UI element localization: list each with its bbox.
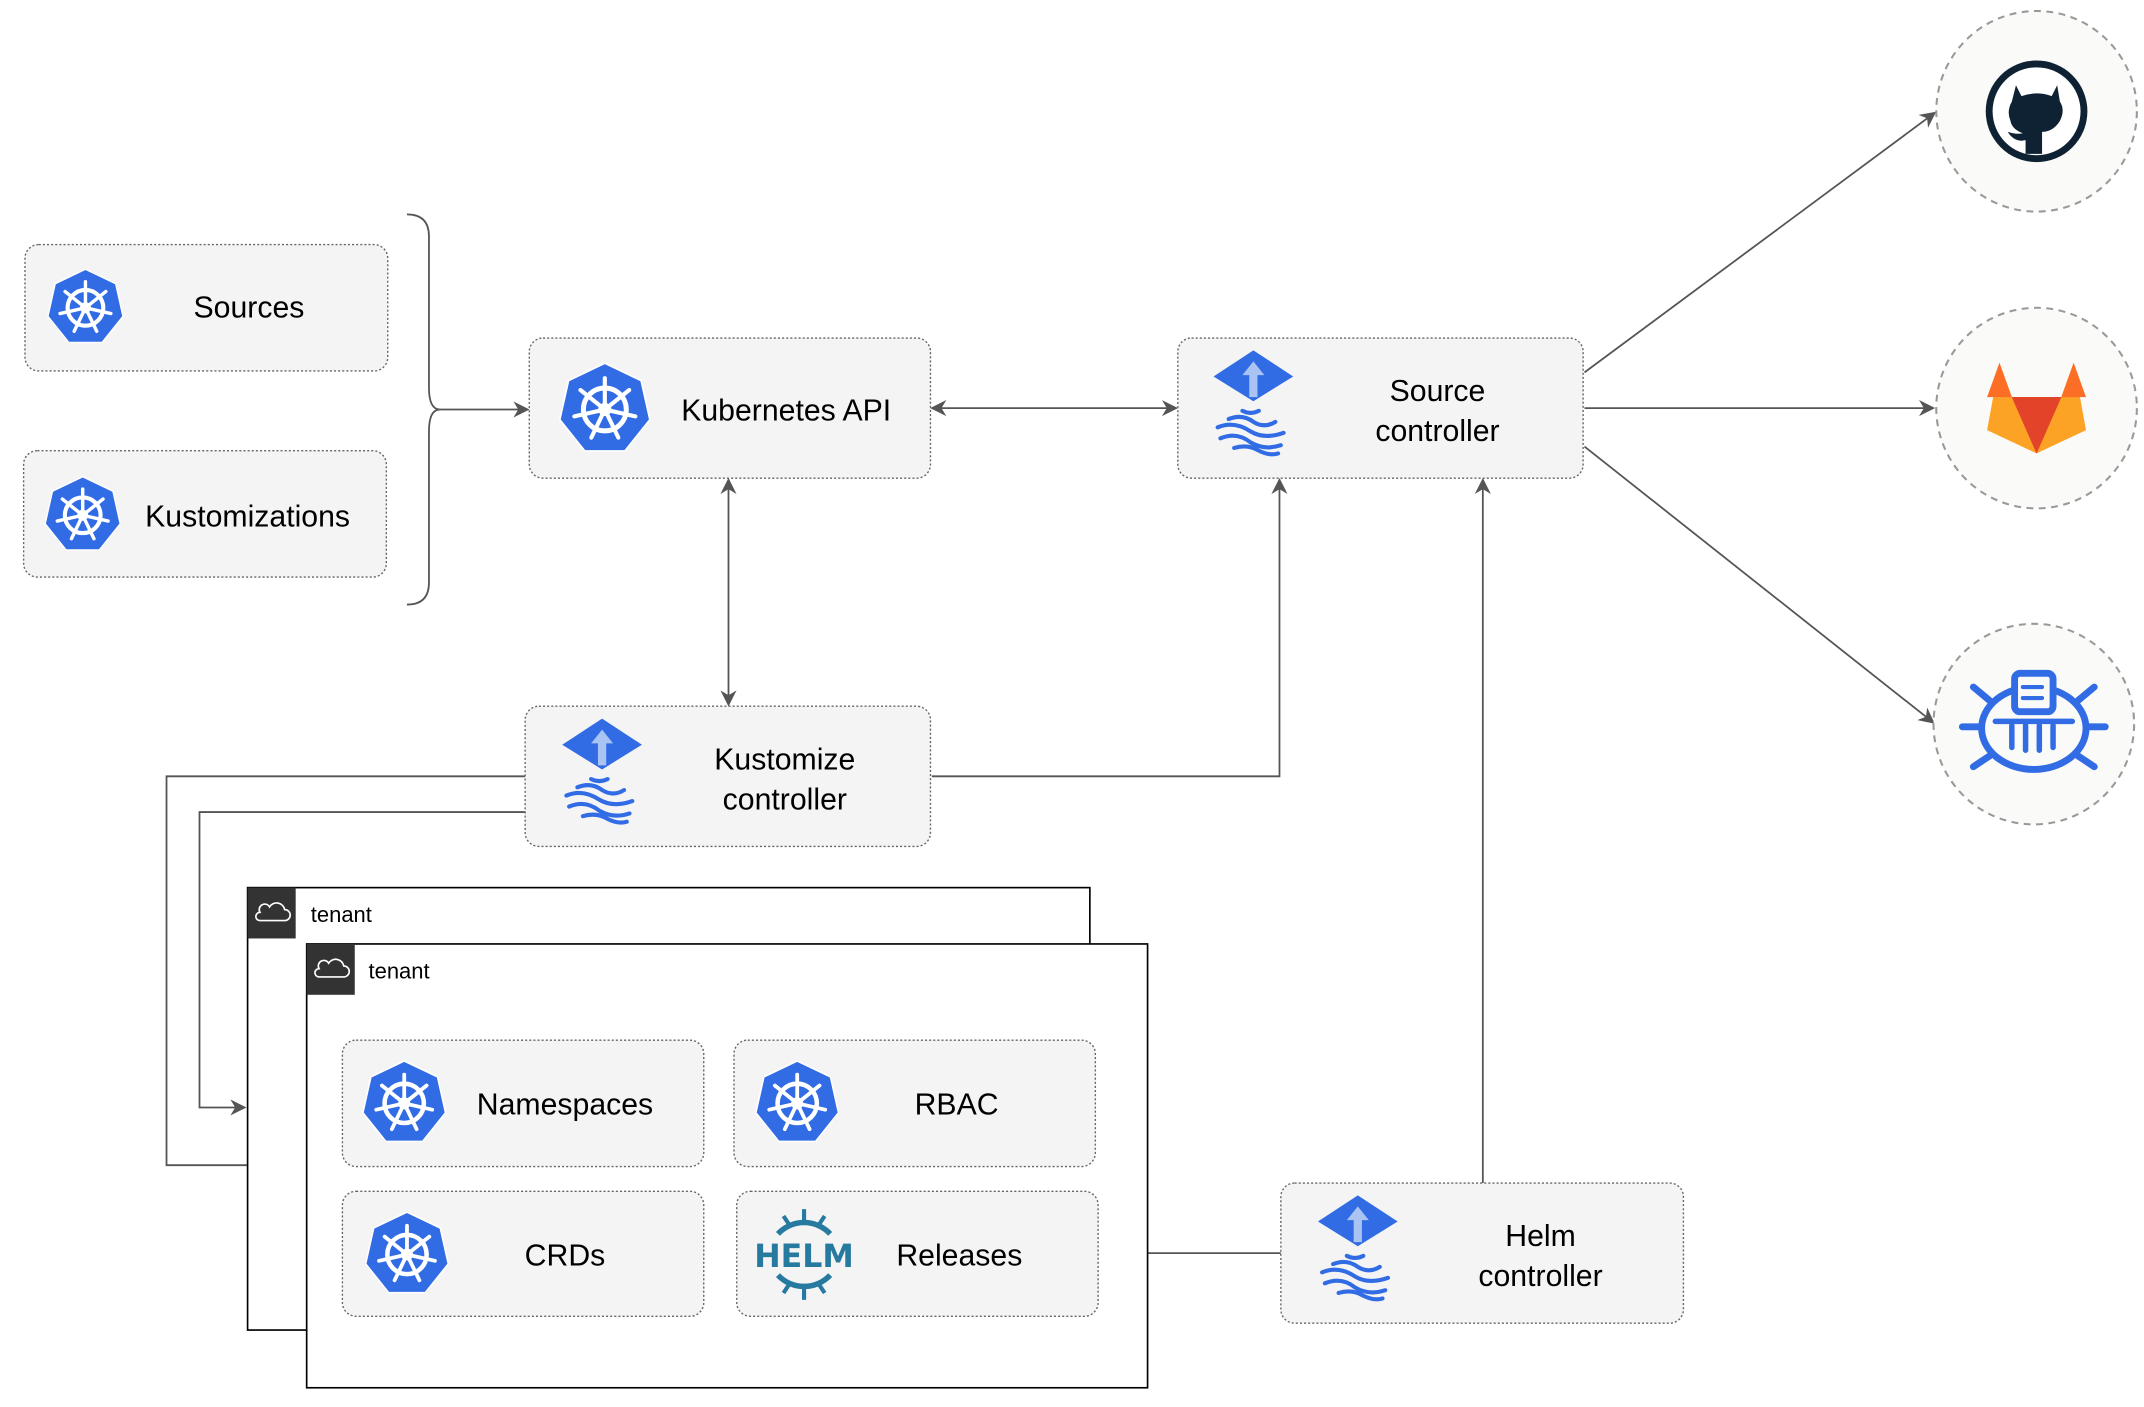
sources-node[interactable]: Sources (24, 243, 389, 372)
node-label: CRDs (525, 1239, 606, 1272)
bucket-node[interactable] (1932, 622, 2136, 826)
node-label-line2: controller (723, 783, 847, 816)
source-controller-node[interactable]: Source controller (1177, 337, 1584, 479)
grouping-brace (406, 213, 441, 606)
helm-icon: HELM (754, 1209, 854, 1300)
helm-controller-node[interactable]: Helm controller (1280, 1182, 1685, 1324)
edge-kustomize-tenant1 (198, 811, 526, 1116)
tenant-header (247, 887, 296, 939)
crds-node[interactable]: CRDs (341, 1190, 705, 1318)
node-label-line1: Source (1390, 375, 1486, 408)
rbac-node[interactable]: RBAC (733, 1039, 1097, 1168)
edge-source-bucket (1583, 445, 1935, 724)
tenant-label: tenant (311, 902, 372, 927)
node-label: Kustomizations (145, 500, 350, 533)
bucket-icon (1958, 669, 2109, 773)
gitlab-icon (1987, 362, 2087, 454)
tenant-label: tenant (369, 958, 430, 983)
node-label: Sources (194, 291, 305, 324)
edge-kustomize-source (931, 477, 1288, 778)
edge-kustomize-tenant2 (165, 775, 526, 1174)
node-label: Releases (896, 1239, 1022, 1272)
edge-source-github (1583, 111, 1937, 374)
cloud-icon (314, 958, 351, 978)
node-label-line1: Kustomize (714, 743, 855, 776)
github-icon (1985, 60, 2088, 163)
cloud-icon (255, 902, 291, 922)
releases-node[interactable]: HELM Releases (736, 1190, 1099, 1318)
kustomize-controller-node[interactable]: Kustomize controller (524, 705, 932, 848)
node-label-line1: Helm (1505, 1220, 1576, 1253)
helm-logo-text: HELM (754, 1239, 854, 1275)
node-label: RBAC (915, 1088, 999, 1121)
gitlab-node[interactable] (1935, 306, 2138, 510)
github-node[interactable] (1935, 9, 2138, 213)
namespaces-node[interactable]: Namespaces (341, 1039, 705, 1168)
kubernetes-api-node[interactable]: Kubernetes API (528, 337, 932, 479)
node-label-line2: controller (1478, 1260, 1602, 1293)
kustomizations-node[interactable]: Kustomizations (22, 449, 388, 578)
node-label-line2: controller (1375, 415, 1499, 448)
node-label: Kubernetes API (681, 394, 891, 427)
node-label: Namespaces (477, 1088, 653, 1121)
tenant-header (306, 943, 355, 995)
